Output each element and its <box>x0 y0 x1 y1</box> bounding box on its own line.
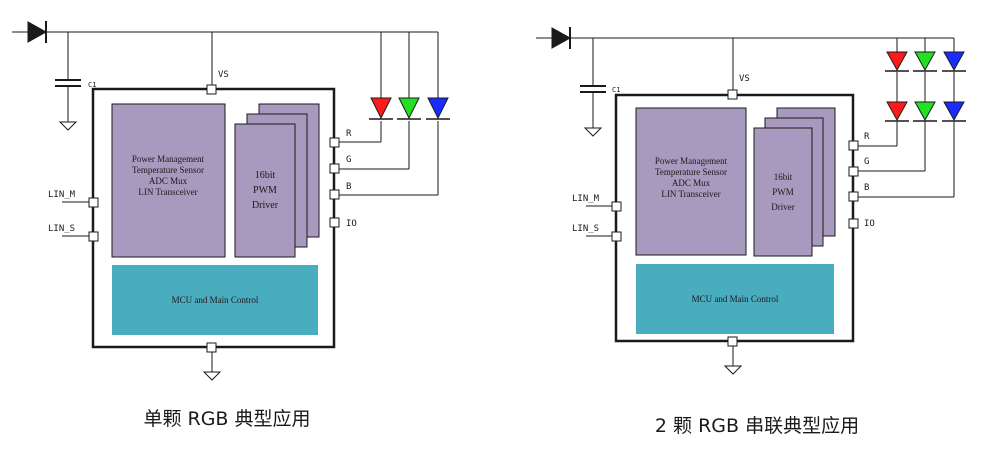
led-green-icon <box>398 97 420 120</box>
diagram-single-rgb-labels: C1 VS LIN_M LIN_S R G B IO Power Managem… <box>48 70 357 305</box>
lin-m-label: LIN_M <box>572 194 600 204</box>
led-red-1-icon <box>886 51 908 72</box>
pin-lin-s <box>611 231 622 242</box>
pin-vs <box>206 84 217 95</box>
caption-single-rgb: 单颗 RGB 典型应用 <box>143 408 310 430</box>
power-line-3: ADC Mux <box>672 178 711 188</box>
pin-r <box>329 137 340 148</box>
pin-b <box>848 191 859 202</box>
pin-b <box>329 189 340 200</box>
mcu-label: MCU and Main Control <box>692 294 779 304</box>
power-line-2: Temperature Sensor <box>655 167 727 177</box>
led-blue-2-icon <box>943 101 965 122</box>
pin-g <box>329 163 340 174</box>
diagram-dual-rgb-labels: C1 VS LIN_M LIN_S R G B IO Power Managem… <box>572 74 875 304</box>
led-green-2-icon <box>914 101 936 122</box>
lin-s-label: LIN_S <box>48 224 75 234</box>
diagram-single-rgb <box>12 21 450 381</box>
block-pwm-driver <box>234 123 296 258</box>
power-line-4: LIN Transceiver <box>138 187 197 197</box>
led-red-icon <box>370 97 392 120</box>
mcu-label: MCU and Main Control <box>172 295 259 305</box>
cap-ground-icon <box>58 121 78 131</box>
power-line-3: ADC Mux <box>149 176 188 186</box>
pwm-line-1: 16bit <box>774 172 793 182</box>
vs-label: VS <box>739 74 750 84</box>
chip-ground-icon <box>202 371 222 381</box>
diagram-dual-rgb <box>536 27 966 375</box>
block-mcu <box>636 264 834 334</box>
pwm-line-3: Driver <box>771 202 795 212</box>
pin-io <box>848 218 859 229</box>
pwm-line-1: 16bit <box>255 170 276 181</box>
b-label: B <box>346 182 351 192</box>
power-line-4: LIN Transceiver <box>661 189 720 199</box>
power-line-1: Power Management <box>655 156 728 166</box>
pin-lin-s <box>88 231 99 242</box>
cap-ground-icon <box>583 127 603 137</box>
block-pwm-driver <box>753 127 813 257</box>
power-line-2: Temperature Sensor <box>132 165 204 175</box>
block-power-management <box>111 103 226 258</box>
block-mcu <box>112 265 318 335</box>
caption-dual-rgb: 2 颗 RGB 串联典型应用 <box>655 415 859 437</box>
block-power-management <box>635 107 747 256</box>
pin-io <box>329 217 340 228</box>
input-diode-icon <box>27 21 48 43</box>
chip-ground-icon <box>723 365 743 375</box>
pin-gnd <box>206 342 217 353</box>
g-label: G <box>864 157 869 167</box>
pin-lin-m <box>611 201 622 212</box>
pin-g <box>848 166 859 177</box>
led-green-1-icon <box>914 51 936 72</box>
power-line-1: Power Management <box>132 154 205 164</box>
io-label: IO <box>864 219 875 229</box>
vs-label: VS <box>218 70 229 80</box>
r-label: R <box>864 132 870 142</box>
pwm-line-2: PWM <box>253 185 277 196</box>
input-diode-icon <box>551 27 572 49</box>
pin-lin-m <box>88 197 99 208</box>
led-red-2-icon <box>886 101 908 122</box>
cap-label: C1 <box>88 81 96 89</box>
r-label: R <box>346 129 352 139</box>
pwm-line-3: Driver <box>252 200 279 211</box>
cap-label: C1 <box>612 86 620 94</box>
led-blue-1-icon <box>943 51 965 72</box>
lin-m-label: LIN_M <box>48 190 76 200</box>
g-label: G <box>346 155 351 165</box>
pin-r <box>848 140 859 151</box>
io-label: IO <box>346 219 357 229</box>
pwm-line-2: PWM <box>772 187 794 197</box>
led-blue-icon <box>427 97 449 120</box>
lin-s-label: LIN_S <box>572 224 599 234</box>
pin-vs <box>727 89 738 100</box>
b-label: B <box>864 183 869 193</box>
pin-gnd <box>727 336 738 347</box>
